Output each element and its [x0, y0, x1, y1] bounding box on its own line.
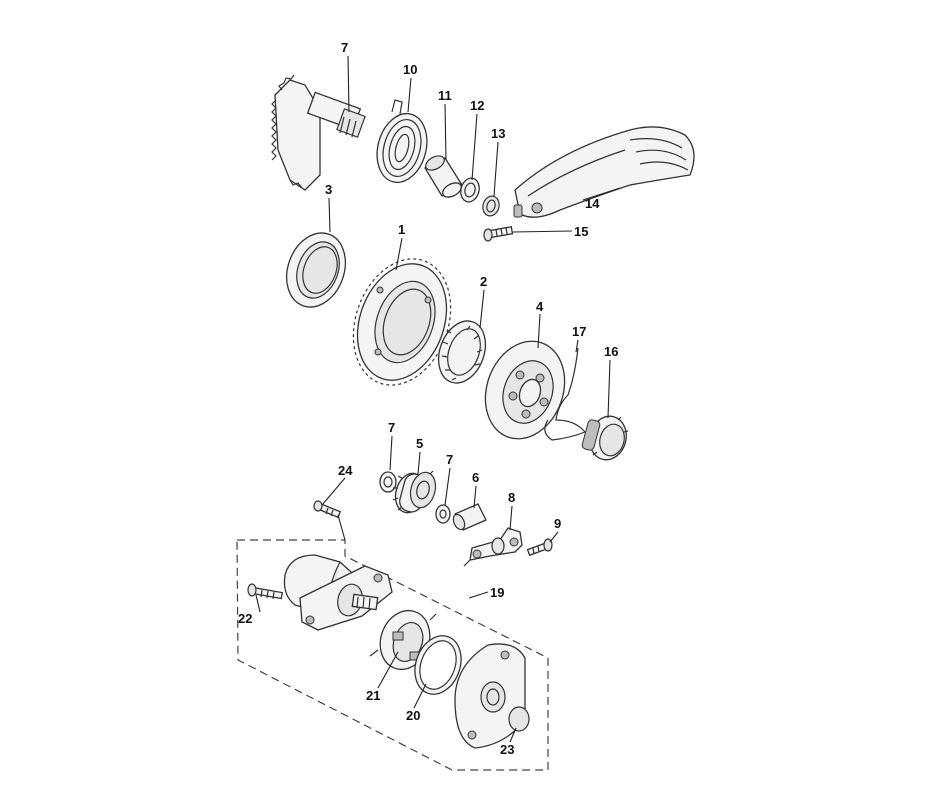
callout-1: 1 — [398, 222, 405, 237]
part-23-cap — [508, 706, 530, 732]
part-8-bracket — [463, 527, 523, 567]
part-7-washer-left — [379, 471, 397, 493]
part-12-bushing — [424, 155, 463, 198]
callout-12: 11 — [438, 88, 452, 103]
part-14-circlip — [482, 195, 500, 217]
callout-20: 20 — [406, 708, 420, 723]
part-15-kick-lever — [513, 126, 695, 218]
part-1-gear — [352, 258, 452, 386]
end-cover — [454, 643, 526, 749]
part-18-spring-clip — [544, 347, 586, 441]
part-9-screw — [526, 538, 553, 557]
part-3-seal — [286, 232, 346, 308]
callout-7-left: 7 — [388, 420, 395, 435]
callout-23: 23 — [500, 742, 514, 757]
callout-9: 9 — [554, 516, 561, 531]
callout-4: 4 — [536, 299, 544, 314]
part-20-o-ring — [414, 635, 462, 695]
callout-22: 22 — [238, 611, 252, 626]
callout-24: 24 — [338, 463, 353, 478]
callout-6: 6 — [472, 470, 479, 485]
part-17-drive-gear — [581, 415, 629, 461]
callout-14: 13 — [491, 126, 505, 141]
part-5-idler-gear — [392, 470, 437, 514]
part-24-bolt — [313, 500, 342, 519]
part-6-pin — [452, 503, 487, 531]
callout-labels: 7 10 11 12 13 14 15 3 1 2 4 17 16 7 5 7 … — [238, 40, 618, 757]
callout-19: 19 — [490, 585, 504, 600]
bolt-24-guide — [337, 514, 346, 541]
callout-18: 17 — [572, 324, 586, 339]
callout-2: 2 — [480, 274, 487, 289]
callout-10: 7 — [341, 40, 348, 55]
callout-17: 16 — [604, 344, 618, 359]
callout-3: 3 — [325, 182, 332, 197]
part-22-bolt — [247, 583, 284, 600]
callout-11: 10 — [403, 62, 417, 77]
assembly-19-boundary — [236, 539, 549, 771]
callout-21: 21 — [366, 688, 380, 703]
part-21-brush-plate — [369, 609, 437, 671]
part-2-bearing — [437, 320, 487, 384]
part-10-kick-shaft — [271, 74, 366, 191]
part-13-washer — [460, 177, 480, 203]
callout-8: 8 — [508, 490, 515, 505]
callout-5: 5 — [416, 436, 423, 451]
part-16-bolt — [483, 226, 514, 242]
leader-lines — [255, 55, 621, 743]
callout-13: 12 — [470, 98, 484, 113]
part-11-spring — [376, 99, 428, 184]
callout-7-right: 7 — [446, 452, 453, 467]
starter-motor — [283, 554, 393, 631]
callout-16: 15 — [574, 224, 588, 239]
part-7-washer-right — [435, 504, 451, 524]
part-4-clutch — [484, 340, 566, 440]
callout-15: 14 — [585, 196, 600, 211]
